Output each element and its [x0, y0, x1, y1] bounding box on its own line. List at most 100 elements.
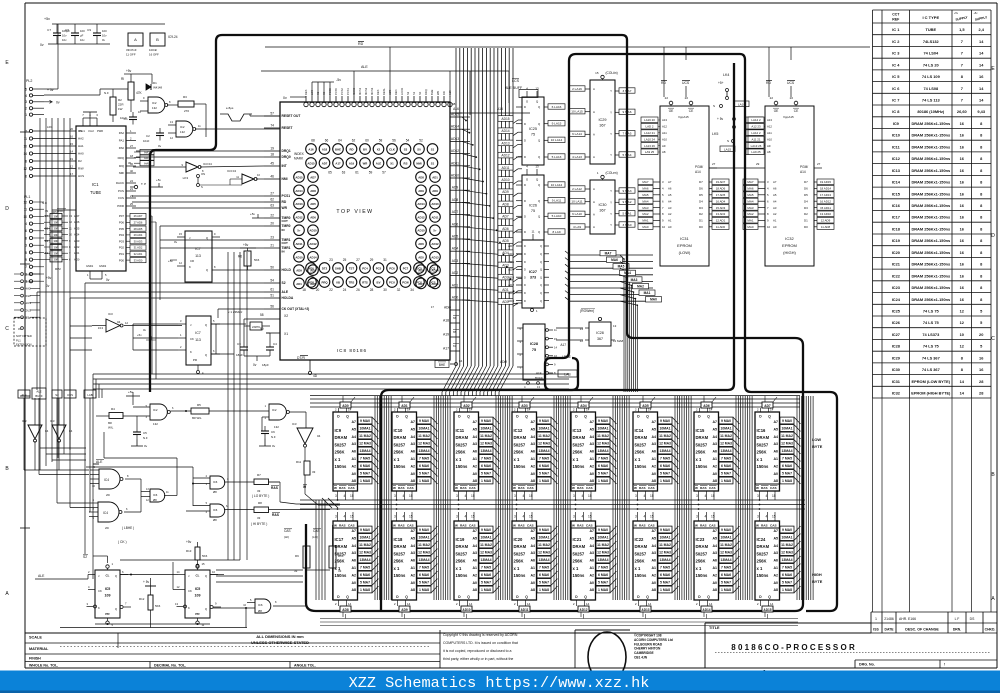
- svg-text:DRG. No.: DRG. No.: [859, 663, 875, 667]
- svg-text:IC20: IC20: [892, 250, 900, 255]
- svg-text:0v: 0v: [253, 363, 257, 367]
- svg-text:4: 4: [705, 515, 707, 519]
- svg-text:DRAM: DRAM: [635, 435, 648, 440]
- svg-text:5: 5: [146, 405, 148, 408]
- svg-text:46: 46: [270, 175, 274, 179]
- svg-text:6 LA10: 6 LA10: [572, 212, 582, 216]
- svg-text:J: J: [189, 236, 191, 240]
- svg-text:A4: A4: [590, 544, 595, 548]
- svg-text:DEN: DEN: [394, 89, 398, 95]
- svg-text:1 MA8: 1 MA8: [721, 479, 731, 483]
- svg-text:IC26: IC26: [529, 204, 537, 208]
- svg-text:(ROWen): (ROWen): [580, 309, 594, 313]
- svg-text:12: 12: [580, 339, 584, 343]
- svg-text:AD11: AD11: [501, 166, 509, 170]
- svg-text:52: 52: [419, 139, 423, 143]
- svg-text:16: 16: [960, 262, 965, 267]
- svg-text:Q: Q: [768, 595, 771, 599]
- svg-text:6 MA6: 6 MA6: [782, 573, 792, 577]
- svg-text:OUT: OUT: [282, 241, 289, 245]
- svg-text:0v: 0v: [283, 96, 287, 100]
- svg-text:4: 4: [146, 416, 148, 419]
- svg-text:A2: A2: [352, 464, 357, 468]
- svg-text:x 1: x 1: [394, 566, 400, 571]
- svg-text:S1: S1: [431, 162, 435, 166]
- svg-text:RD: RD: [282, 200, 287, 204]
- svg-text:13MA4: 13MA4: [721, 558, 732, 562]
- svg-text:CAS: CAS: [284, 529, 291, 533]
- svg-text:2,4: 2,4: [978, 27, 984, 32]
- svg-text:10MA1: 10MA1: [660, 536, 671, 540]
- svg-text:16: 16: [960, 226, 965, 231]
- svg-text:11 MA2: 11 MA2: [538, 434, 550, 438]
- svg-text:7: 7: [961, 86, 963, 91]
- svg-text:RAS: RAS: [761, 523, 768, 527]
- svg-text:51: 51: [270, 294, 274, 298]
- svg-text:11: 11: [236, 175, 239, 179]
- svg-text:AD7: AD7: [418, 282, 424, 286]
- svg-text:8: 8: [275, 601, 277, 604]
- svg-text:A3: A3: [713, 551, 718, 555]
- svg-text:10μF: 10μF: [120, 116, 127, 120]
- svg-text:3: 3: [573, 515, 575, 519]
- svg-text:1 MA8: 1 MA8: [660, 479, 670, 483]
- svg-text:11 OFF: 11 OFF: [126, 53, 136, 57]
- svg-text:10MA1: 10MA1: [598, 427, 609, 431]
- svg-text:A3: A3: [473, 442, 478, 446]
- svg-text:N.F: N.F: [143, 436, 148, 440]
- svg-text:D: D: [524, 299, 526, 303]
- svg-text:A5: A5: [713, 536, 718, 540]
- svg-text:2D: 2D: [105, 526, 110, 530]
- svg-text:W: W: [756, 486, 759, 490]
- svg-text:11 MA2: 11 MA2: [480, 543, 492, 547]
- svg-text:ADØ: ADØ: [444, 306, 451, 310]
- svg-text:20: 20: [685, 96, 689, 100]
- svg-text:D: D: [524, 122, 526, 126]
- svg-text:A7: A7: [590, 529, 595, 533]
- svg-text:12: 12: [125, 321, 128, 325]
- svg-text:D: D: [524, 244, 526, 248]
- svg-text:A14: A14: [695, 170, 701, 174]
- svg-text:7 MA5: 7 MA5: [360, 566, 370, 570]
- svg-text:Q: Q: [115, 574, 118, 578]
- svg-text:A3: A3: [590, 442, 595, 446]
- svg-text:A2: A2: [473, 464, 478, 468]
- svg-text:6: 6: [126, 507, 128, 511]
- svg-text:26,60: 26,60: [957, 109, 967, 114]
- svg-text:13: 13: [69, 214, 72, 218]
- svg-text:RAS: RAS: [700, 486, 707, 490]
- svg-text:25: 25: [343, 258, 347, 262]
- svg-text:15: 15: [202, 562, 206, 566]
- svg-text:10MA1: 10MA1: [721, 536, 732, 540]
- svg-text:2: 2: [456, 602, 458, 606]
- svg-text:RAS: RAS: [639, 523, 646, 527]
- svg-text:15: 15: [471, 494, 475, 498]
- svg-text:6 MA6: 6 MA6: [360, 464, 370, 468]
- svg-text:A10: A10: [767, 137, 772, 141]
- svg-text:AD4: AD4: [580, 404, 587, 408]
- svg-text:8: 8: [980, 297, 983, 302]
- svg-text:LA12 21: LA12 21: [644, 131, 655, 135]
- svg-text:13: 13: [170, 120, 173, 124]
- svg-text:A2: A2: [531, 573, 536, 577]
- svg-text:1 MA8: 1 MA8: [419, 588, 429, 592]
- svg-text:ON: ON: [201, 172, 205, 176]
- svg-text:EXTENSION: EXTENSION: [16, 343, 32, 347]
- svg-text:15: 15: [650, 515, 654, 519]
- svg-text:15: 15: [595, 71, 599, 75]
- svg-text:14: 14: [770, 602, 774, 606]
- svg-text:IC2: IC2: [152, 101, 157, 105]
- svg-text:1: 1: [25, 113, 27, 117]
- svg-text:5: 5: [213, 319, 215, 323]
- svg-text:A1: A1: [652, 457, 657, 461]
- svg-text:IC4: IC4: [103, 511, 108, 515]
- svg-text:+5+: +5+: [718, 81, 724, 85]
- svg-text:+ 5v: + 5v: [717, 117, 724, 121]
- svg-text:1 MA8: 1 MA8: [782, 479, 792, 483]
- svg-text:A5: A5: [652, 427, 657, 431]
- svg-text:A7: A7: [352, 420, 357, 424]
- svg-text:2: 2: [456, 408, 458, 412]
- svg-text:16: 16: [960, 121, 965, 126]
- svg-text:6 MA6: 6 MA6: [419, 464, 429, 468]
- svg-text:10: 10: [92, 484, 95, 488]
